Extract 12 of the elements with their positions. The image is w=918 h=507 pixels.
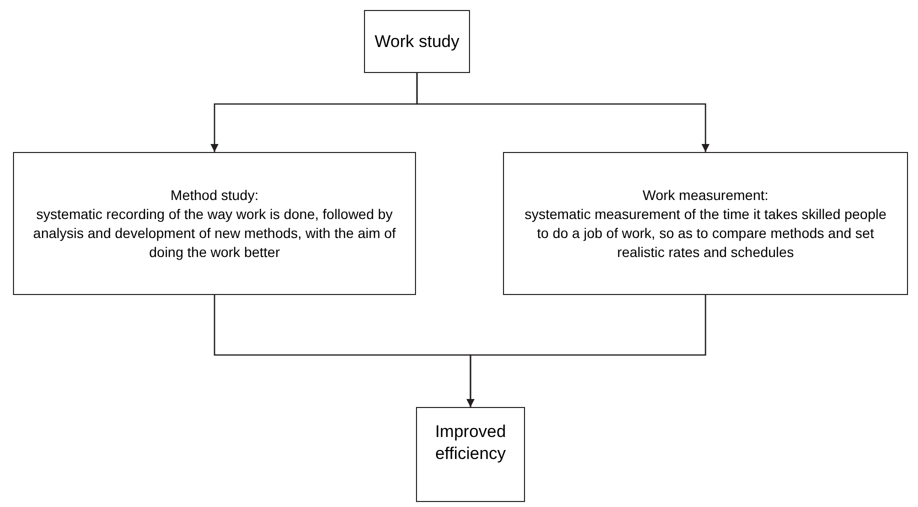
- connector-arrow: [416, 73, 710, 152]
- box-heading: Improved efficiency: [434, 420, 507, 464]
- box-description: systematic recording of the way work is done, followed by analysis and development of new methods, with the aim of doing the work better: [32, 204, 397, 262]
- box-heading: Method study:: [170, 186, 258, 204]
- box-heading: Work measurement:: [642, 186, 768, 204]
- box-heading: Work study: [374, 30, 460, 52]
- process-box: [364, 10, 470, 73]
- process-box: [13, 152, 416, 295]
- process-box: [503, 152, 908, 295]
- box-description: systematic measurement of the time it takes skilled people to do a job of work, so as to compare methods and set realistic rates and schedules: [524, 204, 888, 262]
- process-box: [416, 407, 525, 502]
- connector-arrow: [466, 295, 706, 407]
